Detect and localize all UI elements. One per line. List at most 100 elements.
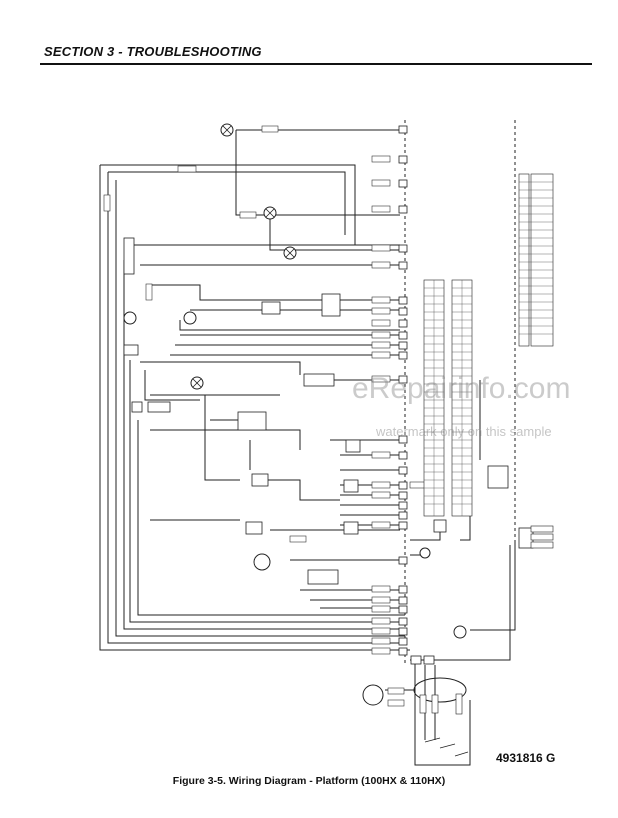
harness-wire: [108, 171, 346, 235]
part-number: 4931816 G: [496, 751, 556, 765]
wire-tag: [261, 125, 279, 133]
harness-wire: [100, 164, 356, 245]
harness-wire: [99, 165, 410, 651]
wire-tag: [371, 605, 391, 613]
wire-tag: [371, 451, 391, 459]
connector-block: [237, 411, 267, 431]
switch-contact: [439, 743, 456, 749]
pin-column: [518, 173, 530, 347]
terminal: [398, 481, 408, 490]
terminal: [398, 511, 408, 520]
switch-contact: [424, 737, 441, 743]
horn-icon: [362, 684, 384, 706]
wire-tag: [371, 331, 391, 339]
connector-block: [487, 465, 509, 489]
pin-label: [530, 533, 554, 541]
wire-tag: [431, 694, 439, 714]
wire-tag: [371, 179, 391, 187]
terminal: [398, 331, 408, 340]
wire-tag: [371, 521, 391, 529]
switch-icon: [123, 311, 137, 325]
terminal: [398, 491, 408, 500]
terminal: [398, 351, 408, 360]
wire-tag: [239, 211, 257, 219]
terminal: [398, 435, 408, 444]
cable-bundle: [413, 677, 467, 703]
wire-tag: [103, 194, 111, 212]
connector-block: [261, 301, 281, 315]
terminal: [398, 451, 408, 460]
wire: [150, 284, 400, 301]
terminal: [398, 617, 408, 626]
harness-wire: [123, 260, 405, 630]
terminal: [398, 296, 408, 305]
connector-block: [345, 439, 361, 453]
connector-block: [307, 569, 339, 585]
wire-tag: [387, 699, 405, 707]
wire-tag: [371, 155, 391, 163]
wire-tag: [371, 596, 391, 604]
terminal: [398, 179, 408, 188]
footswitch-connector: [455, 693, 463, 715]
switch-contact: [454, 751, 469, 757]
wire: [410, 545, 511, 661]
wire-tag: [409, 481, 427, 489]
terminal: [398, 375, 408, 384]
harness-wire: [115, 180, 405, 637]
terminal: [398, 205, 408, 214]
wire-tag: [371, 637, 391, 645]
terminal: [398, 521, 408, 530]
terminal: [398, 319, 408, 328]
wire-tag: [387, 687, 405, 695]
connector-block: [245, 521, 263, 535]
harness-wire: [137, 420, 405, 616]
wire-tag: [371, 244, 391, 252]
terminal: [398, 155, 408, 164]
connector-block: [410, 655, 422, 665]
wire: [179, 320, 400, 331]
wire: [204, 395, 240, 481]
terminal: [398, 341, 408, 350]
connector-block: [123, 344, 139, 356]
wire-tag: [371, 617, 391, 625]
connector-block: [303, 373, 335, 387]
terminal: [398, 647, 408, 656]
connector-block: [433, 519, 447, 533]
terminal: [398, 556, 408, 565]
terminal: [398, 596, 408, 605]
figure-caption: Figure 3-5. Wiring Diagram - Platform (1…: [172, 775, 446, 787]
terminal: [398, 605, 408, 614]
connector-block: [321, 293, 341, 317]
wire-tag: [371, 341, 391, 349]
connector-block: [147, 401, 171, 413]
wire-tag: [145, 283, 153, 301]
wire: [470, 540, 516, 631]
connector-block: [423, 655, 435, 665]
terminal: [398, 466, 408, 475]
wire-tag: [177, 165, 197, 173]
wire: [235, 130, 400, 216]
wire-tag: [371, 375, 391, 383]
wire: [269, 215, 400, 251]
harness-wire: [129, 360, 405, 623]
terminal: [398, 307, 408, 316]
pin-label-column: [530, 173, 554, 347]
relay-icon: [419, 547, 431, 559]
connector-block: [131, 401, 143, 413]
terminal: [398, 637, 408, 646]
connector-block: [251, 473, 269, 487]
connector-block: [343, 521, 359, 535]
harness-wire: [107, 172, 405, 644]
wire-tag: [371, 481, 391, 489]
wire-tag: [289, 535, 307, 543]
ground-icon: [453, 625, 467, 639]
pin-label: [530, 525, 554, 533]
wire-tag: [371, 261, 391, 269]
wire: [150, 429, 301, 450]
connector-block: [123, 237, 135, 275]
wire-tag: [371, 319, 391, 327]
wire-tag: [371, 627, 391, 635]
terminal: [398, 501, 408, 510]
connector-block: [343, 479, 359, 493]
